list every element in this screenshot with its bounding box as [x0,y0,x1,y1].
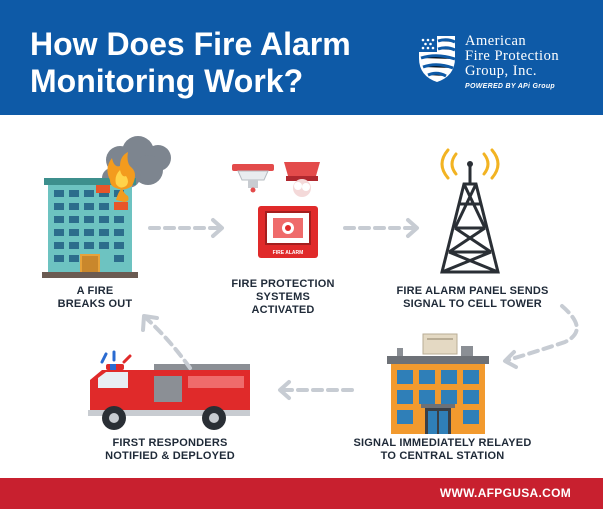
building-window [114,242,124,249]
step-5-label: FIRST RESPONDERS NOTIFIED & DEPLOYED [95,437,245,463]
station-window [397,370,413,384]
building-window [84,190,94,197]
building-window [54,229,64,236]
step-4-label: SIGNAL IMMEDIATELY RELAYED TO CENTRAL ST… [345,437,540,463]
brand-powered-by: POWERED BY APi Group [465,83,556,90]
building-window [84,203,94,210]
building-window [99,190,109,197]
step-2-line-2: SYSTEMS [256,291,310,303]
title-line-1: How Does Fire Alarm [30,26,351,62]
building-window [99,216,109,223]
footer-bar: WWW.AFPGUSA.COM [0,478,603,509]
building-window [114,255,124,262]
building-window [99,229,109,236]
step-2-line-1: FIRE PROTECTION [231,278,335,290]
station-window [419,390,435,404]
flag-shield-icon [419,36,456,82]
step-2-label: FIRE PROTECTION SYSTEMS ACTIVATED [213,278,353,317]
step-1-label: A FIRE BREAKS OUT [40,285,150,311]
fire-alarm-panel-text: FIRE ALARM [273,250,304,256]
building-window [69,203,79,210]
brand-line-3: Group, Inc. [465,63,537,79]
brand-line-1: American [465,33,527,49]
step-4-line-1: SIGNAL IMMEDIATELY RELAYED [353,437,532,449]
building-window [54,255,64,262]
building-window [69,229,79,236]
step-5-line-2: NOTIFIED & DEPLOYED [105,450,235,462]
building-window [54,216,64,223]
station-window [463,410,479,424]
alarm-devices-icon: FIRE ALARM [232,162,320,258]
burning-building-icon [42,136,171,278]
building-window [84,216,94,223]
step-3-line-1: FIRE ALARM PANEL SENDS [396,285,549,297]
building-window [114,229,124,236]
step-4-line-2: TO CENTRAL STATION [380,450,505,462]
header-banner: How Does Fire Alarm Monitoring Work? Ame… [0,0,603,115]
central-station-building-icon [387,333,489,434]
building-window [99,203,109,210]
station-window [441,370,457,384]
step-1-line-2: BREAKS OUT [57,298,133,310]
station-window [441,390,457,404]
website-link[interactable]: WWW.AFPGUSA.COM [439,486,571,500]
building-window [54,203,64,210]
step-3-line-2: SIGNAL TO CELL TOWER [403,298,542,310]
step-5-line-1: FIRST RESPONDERS [112,437,228,449]
step-1-line-1: A FIRE [76,285,114,297]
building-window [54,190,64,197]
step-2-line-3: ACTIVATED [251,304,315,316]
building-window [69,216,79,223]
station-window [463,370,479,384]
fire-truck-icon [88,350,250,430]
company-logo: American Fire Protection Group, Inc. POW… [415,30,595,100]
station-window [419,370,435,384]
station-window [463,390,479,404]
page-title: How Does Fire Alarm Monitoring Work? [30,26,351,100]
title-line-2: Monitoring Work? [30,63,304,99]
building-window [69,242,79,249]
building-window [99,242,109,249]
station-window [397,410,413,424]
building-window [69,255,79,262]
building-window [84,229,94,236]
cell-tower-icon [440,148,500,274]
brand-line-2: Fire Protection [465,48,560,64]
building-window [114,216,124,223]
building-window [54,242,64,249]
building-window [84,242,94,249]
arrow-tower-to-station [506,304,579,362]
brand-name: American Fire Protection Group, Inc. [465,34,559,79]
building-window [69,190,79,197]
step-3-label: FIRE ALARM PANEL SENDS SIGNAL TO CELL TO… [380,285,565,311]
station-window [397,390,413,404]
